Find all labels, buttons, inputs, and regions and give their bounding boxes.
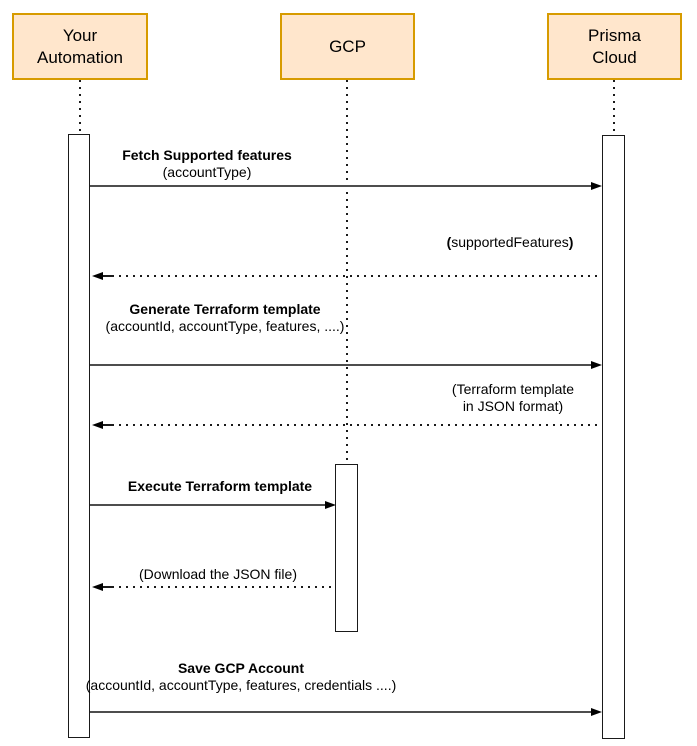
message-line: [90, 711, 591, 713]
arrow-supported-features-return: [92, 271, 602, 281]
actor-prisma-cloud: Prisma Cloud: [547, 13, 682, 80]
actor-your-automation: Your Automation: [12, 13, 148, 80]
arrow-generate-terraform-template: [90, 360, 602, 370]
arrowhead-right-icon: [325, 501, 336, 509]
message-line: [90, 364, 591, 366]
message-text: supportedFeatures: [451, 234, 569, 250]
message-line: [90, 504, 325, 506]
activation-your-automation: [68, 134, 90, 738]
lifeline-prisma-cloud: [613, 80, 615, 135]
arrow-terraform-template-return: [92, 420, 602, 430]
arrow-tail: [103, 424, 112, 426]
message-label-download-json-file: (Download the JSON file): [139, 566, 297, 583]
message-label-supported-features: (supportedFeatures): [447, 234, 574, 251]
arrowhead-right-icon: [591, 361, 602, 369]
arrow-fetch-supported-features: [90, 181, 602, 191]
actor-label-line: Your: [62, 25, 98, 45]
lifeline-gcp: [346, 80, 348, 464]
message-params: (accountId, accountType, features, crede…: [85, 677, 397, 693]
message-title: Fetch Supported features: [122, 147, 292, 163]
actor-label-line: GCP: [329, 36, 366, 56]
actor-gcp: GCP: [280, 13, 415, 80]
message-text-line: (Terraform template: [451, 381, 575, 397]
return-line: [112, 586, 336, 588]
arrowhead-left-icon: [92, 421, 103, 429]
message-title: Execute Terraform template: [127, 478, 313, 494]
message-label-save-gcp-account: Save GCP Account (accountId, accountType…: [86, 660, 397, 694]
actor-label-line: Prisma: [588, 25, 641, 45]
arrowhead-right-icon: [591, 708, 602, 716]
activation-prisma-cloud: [602, 135, 625, 739]
message-text: (Download the JSON file): [139, 566, 297, 582]
message-label-generate-terraform-template: Generate Terraform template (accountId, …: [106, 301, 345, 335]
activation-gcp: [335, 464, 358, 632]
actor-label-line: Automation: [37, 47, 123, 67]
paren-close: ): [568, 234, 574, 250]
message-label-execute-terraform-template: Execute Terraform template: [128, 478, 312, 495]
return-line: [112, 424, 602, 426]
actor-label-line: Cloud: [592, 47, 637, 67]
arrowhead-right-icon: [591, 182, 602, 190]
arrow-execute-terraform-template: [90, 500, 336, 510]
arrow-tail: [103, 586, 112, 588]
lifeline-your-automation: [79, 80, 81, 134]
arrow-download-json-return: [92, 582, 336, 592]
message-params: (accountType): [162, 164, 252, 180]
paren-open: (: [446, 234, 452, 250]
arrowhead-left-icon: [92, 583, 103, 591]
message-line: [90, 185, 591, 187]
arrow-save-gcp-account: [90, 707, 602, 717]
return-line: [112, 275, 602, 277]
message-title: Generate Terraform template: [129, 301, 321, 317]
message-text-line: in JSON format): [462, 398, 564, 414]
arrow-tail: [103, 275, 112, 277]
message-params: (accountId, accountType, features, ....): [105, 318, 345, 334]
arrowhead-left-icon: [92, 272, 103, 280]
message-title: Save GCP Account: [177, 660, 305, 676]
message-label-terraform-template-json: (Terraform template in JSON format): [452, 381, 574, 415]
message-label-fetch-supported-features: Fetch Supported features (accountType): [122, 147, 292, 181]
